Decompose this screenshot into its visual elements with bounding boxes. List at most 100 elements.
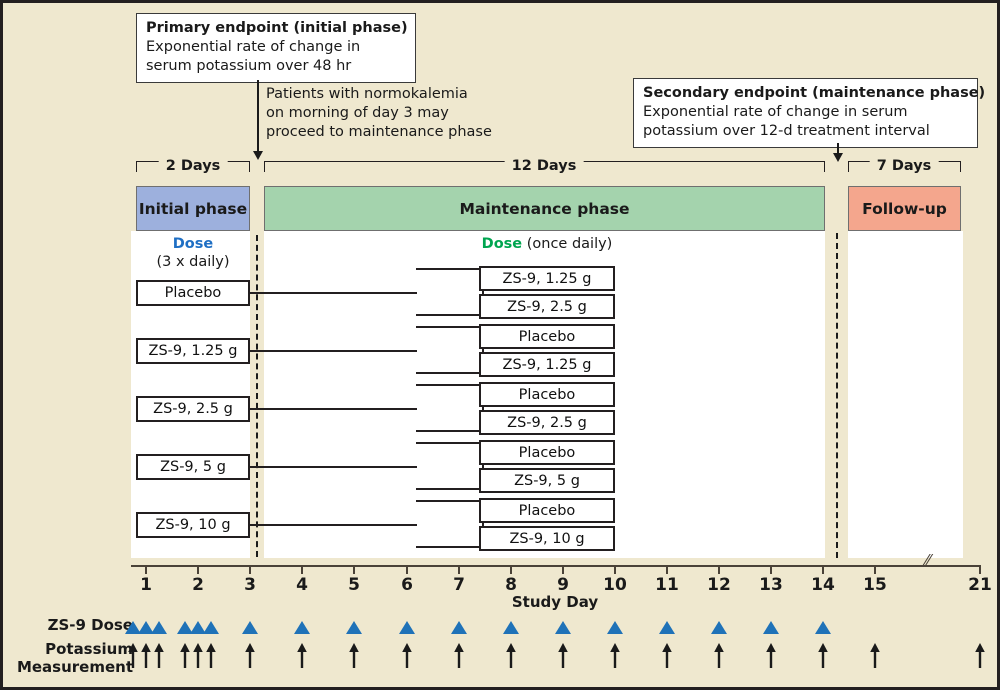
zs9-dose-triangle-icon	[190, 621, 206, 634]
maintenance-arm-label-2-bottom: ZS-9, 2.5 g	[507, 414, 587, 431]
phase-divider-day14-dashline	[836, 233, 838, 558]
potassium-measurement-arrow-icon	[401, 643, 413, 673]
axis-tick-label-12: 12	[707, 575, 731, 595]
potassium-measurement-arrow-icon	[192, 643, 204, 673]
zs9-dose-triangle-icon	[294, 621, 310, 634]
maintenance-arm-box-3-bottom: ZS-9, 5 g	[479, 468, 615, 493]
dose-header-initial-sub: (3 x daily)	[156, 254, 230, 271]
connector-stem-1	[250, 350, 417, 352]
duration-label-1: 12 Days	[504, 158, 584, 174]
zs9-dose-triangle-icon	[399, 621, 415, 634]
marker-row-label-1: Potassium Measurement	[13, 640, 133, 676]
zs9-dose-triangle-icon	[451, 621, 467, 634]
normokalemia-note: Patients with normokalemia on morning of…	[266, 85, 492, 142]
axis-tick-21	[979, 565, 981, 574]
axis-tick-label-8: 8	[505, 575, 517, 595]
maintenance-arm-box-4-top: Placebo	[479, 498, 615, 523]
axis-tick-3	[249, 565, 251, 574]
study-day-axis	[131, 565, 980, 567]
primary-endpoint-leader	[257, 80, 259, 156]
zs9-dose-triangle-icon	[138, 621, 154, 634]
potassium-measurement-arrow-icon	[179, 643, 191, 673]
dose-header-initial: Dose (3 x daily)	[156, 235, 229, 271]
initial-arm-box-1: ZS-9, 1.25 g	[136, 338, 250, 364]
dose-header-initial-word: Dose	[172, 236, 214, 252]
potassium-measurement-arrow-icon	[609, 643, 621, 673]
phase-label-maintenance: Maintenance phase	[459, 199, 630, 218]
secondary-endpoint-line1: Exponential rate of change in serum	[643, 104, 908, 121]
zs9-dose-triangle-icon	[555, 621, 571, 634]
secondary-endpoint-arrowhead	[832, 153, 843, 162]
potassium-measurement-arrow-icon	[869, 643, 881, 673]
potassium-measurement-arrow-icon	[140, 643, 152, 673]
connector-stem-4	[250, 524, 417, 526]
axis-tick-label-3: 3	[244, 575, 256, 595]
axis-tick-label-10: 10	[603, 575, 627, 595]
axis-tick-label-1: 1	[140, 575, 152, 595]
axis-tick-4	[301, 565, 303, 574]
zs9-dose-triangle-icon	[125, 621, 141, 634]
phase-divider-day3-dashline	[256, 235, 258, 557]
secondary-endpoint-leader	[837, 143, 839, 159]
connector-bracket-0	[416, 268, 484, 316]
marker-row-label-1-line1: Potassium	[45, 640, 133, 658]
maintenance-arm-label-1-bottom: ZS-9, 1.25 g	[502, 356, 592, 373]
zs9-dose-triangle-icon	[607, 621, 623, 634]
maintenance-arm-box-0-top: ZS-9, 1.25 g	[479, 266, 615, 291]
primary-endpoint-line2: serum potassium over 48 hr	[146, 58, 352, 75]
maintenance-arm-box-0-bottom: ZS-9, 2.5 g	[479, 294, 615, 319]
axis-tick-label-15: 15	[863, 575, 887, 595]
axis-break-marker: ⁄⁄	[925, 551, 931, 569]
secondary-endpoint-line2: potassium over 12-d treatment interval	[643, 123, 930, 140]
potassium-measurement-arrow-icon	[661, 643, 673, 673]
potassium-measurement-arrow-icon	[296, 643, 308, 673]
marker-row-label-0-line1: ZS-9 Dose	[47, 616, 133, 634]
primary-endpoint-callout: Primary endpoint (initial phase) Exponen…	[136, 13, 416, 84]
potassium-measurement-arrow-icon	[348, 643, 360, 673]
maintenance-arm-label-2-top: Placebo	[518, 386, 576, 403]
connector-bracket-2	[416, 384, 484, 432]
potassium-measurement-arrow-icon	[153, 643, 165, 673]
maintenance-arm-box-1-bottom: ZS-9, 1.25 g	[479, 352, 615, 377]
maintenance-arm-label-4-bottom: ZS-9, 10 g	[509, 530, 585, 547]
axis-tick-5	[353, 565, 355, 574]
axis-tick-11	[666, 565, 668, 574]
potassium-measurement-arrow-icon	[205, 643, 217, 673]
duration-label-2: 7 Days	[869, 158, 939, 174]
maintenance-arm-box-2-top: Placebo	[479, 382, 615, 407]
zs9-dose-triangle-icon	[763, 621, 779, 634]
phase-bar-followup: Follow-up	[848, 186, 961, 231]
initial-arm-label-1: ZS-9, 1.25 g	[148, 343, 238, 359]
dose-header-maintenance-word: Dose	[481, 236, 523, 252]
maintenance-arm-box-4-bottom: ZS-9, 10 g	[479, 526, 615, 551]
maintenance-arm-label-0-top: ZS-9, 1.25 g	[502, 270, 592, 287]
axis-tick-7	[458, 565, 460, 574]
zs9-dose-triangle-icon	[242, 621, 258, 634]
marker-row-label-0: ZS-9 Dose	[23, 616, 133, 635]
initial-arm-label-2: ZS-9, 2.5 g	[153, 401, 233, 417]
initial-arm-box-2: ZS-9, 2.5 g	[136, 396, 250, 422]
connector-bracket-1	[416, 326, 484, 374]
normokalemia-line2: on morning of day 3 may	[266, 105, 449, 122]
zs9-dose-triangle-icon	[659, 621, 675, 634]
primary-endpoint-line1: Exponential rate of change in	[146, 39, 361, 56]
maintenance-arm-label-1-top: Placebo	[518, 328, 576, 345]
connector-stem-2	[250, 408, 417, 410]
axis-tick-9	[562, 565, 564, 574]
maintenance-arm-label-3-bottom: ZS-9, 5 g	[514, 472, 580, 489]
zs9-dose-triangle-icon	[815, 621, 831, 634]
initial-arm-label-3: ZS-9, 5 g	[160, 459, 226, 475]
maintenance-arm-label-0-bottom: ZS-9, 2.5 g	[507, 298, 587, 315]
potassium-measurement-arrow-icon	[505, 643, 517, 673]
connector-stem-0	[250, 292, 417, 294]
potassium-measurement-arrow-icon	[127, 643, 139, 673]
potassium-measurement-arrow-icon	[817, 643, 829, 673]
phase-label-initial: Initial phase	[138, 199, 248, 218]
maintenance-arm-box-1-top: Placebo	[479, 324, 615, 349]
axis-tick-label-6: 6	[401, 575, 413, 595]
axis-tick-15	[874, 565, 876, 574]
axis-tick-label-11: 11	[655, 575, 679, 595]
axis-title: Study Day	[511, 593, 599, 611]
dose-header-maintenance-sub: (once daily)	[526, 236, 613, 252]
axis-tick-6	[406, 565, 408, 574]
